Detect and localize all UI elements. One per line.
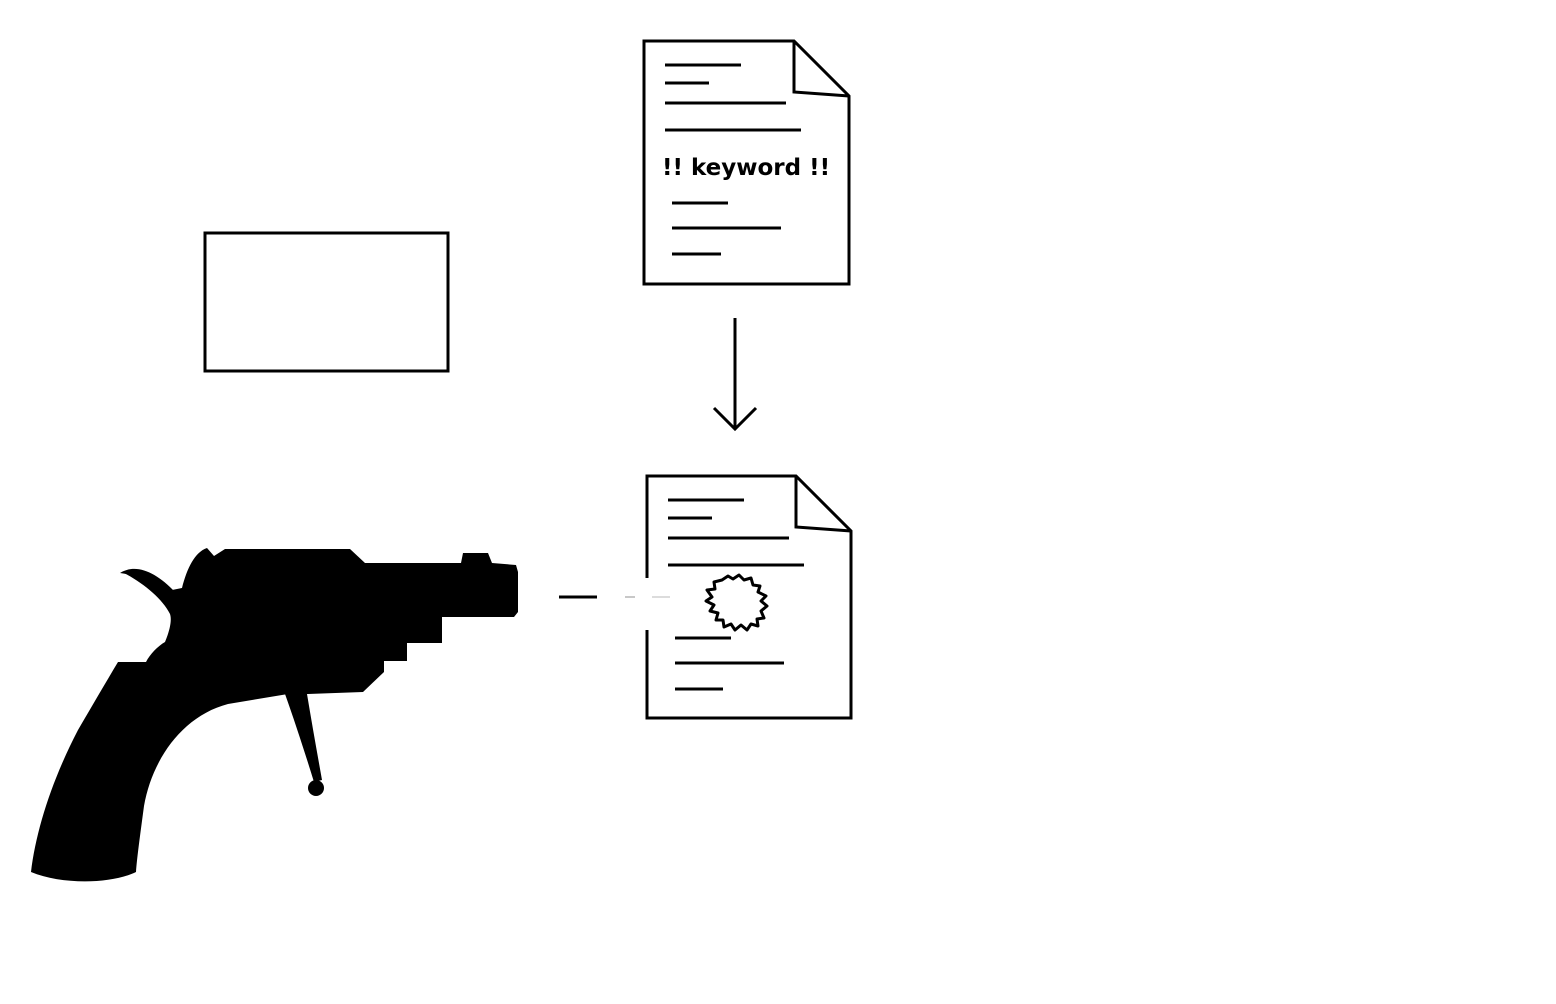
document-top-fold bbox=[792, 41, 850, 98]
document-top-text-lines bbox=[665, 63, 801, 256]
revolver-hammer bbox=[120, 568, 182, 598]
blank-box bbox=[203, 231, 450, 373]
document-top-keyword: !! keyword !! bbox=[662, 155, 830, 181]
revolver-icon bbox=[31, 548, 518, 882]
revolver-trigger bbox=[285, 694, 322, 782]
revolver-body bbox=[31, 548, 518, 882]
document-top-icon: !! keyword !! bbox=[642, 39, 851, 286]
revolver-trigger-tip bbox=[308, 780, 324, 796]
document-bottom-entry-gap bbox=[640, 578, 660, 630]
document-bottom-fold bbox=[794, 476, 852, 533]
down-arrow-icon bbox=[712, 318, 758, 432]
bullet-hole-icon bbox=[704, 573, 769, 632]
document-bottom-icon bbox=[640, 474, 853, 720]
document-bottom-text-lines bbox=[668, 498, 804, 691]
